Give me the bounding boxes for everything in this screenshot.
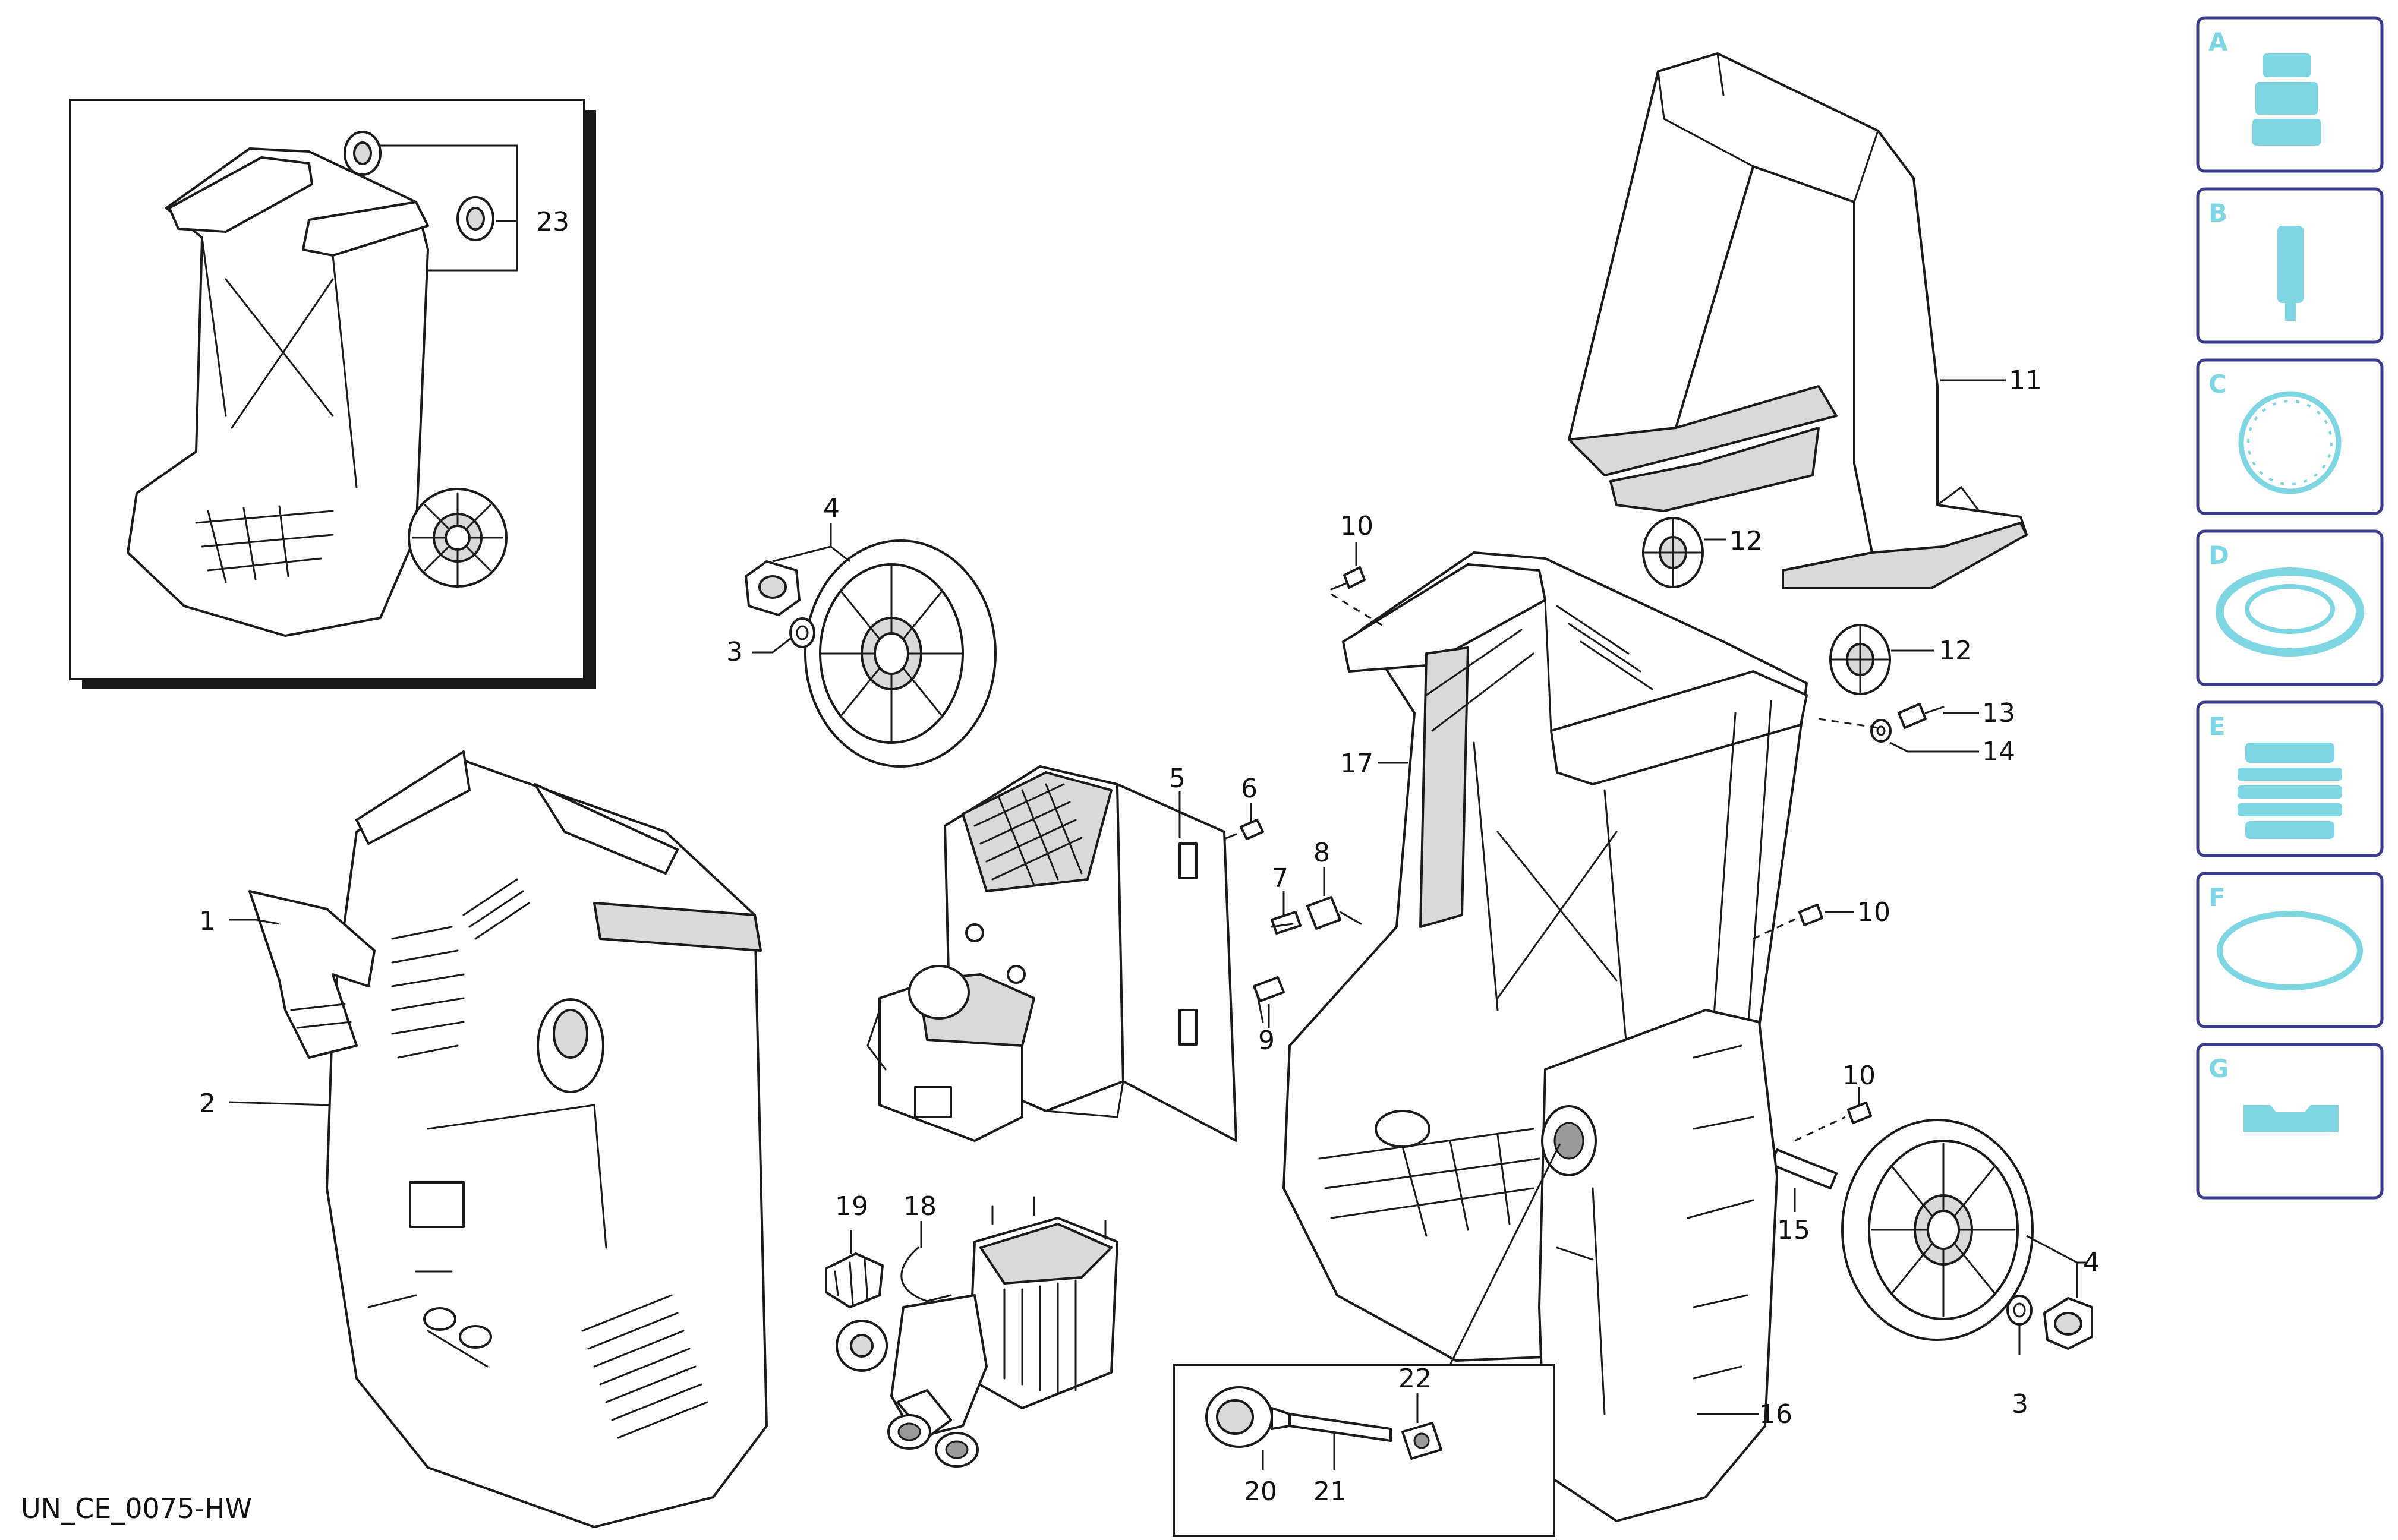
handle-clip-part-1: [248, 890, 376, 1059]
accessory-panels: A B C D: [2196, 16, 2384, 1200]
washer-part-14: [1870, 719, 1892, 743]
callout-12-upper: 12: [1729, 526, 1763, 556]
screw-part-7: [1271, 911, 1302, 935]
tank-part-16: [1538, 1009, 1778, 1522]
callout-18: 18: [903, 1191, 937, 1222]
callout-4-right: 4: [2083, 1248, 2100, 1278]
accessory-panel-d[interactable]: D: [2196, 529, 2384, 686]
tube-part-21: [1288, 1413, 1392, 1442]
diagram-code: UN_CE_0075-HW: [21, 1492, 252, 1525]
callout-17: 17: [1340, 749, 1373, 779]
screw-part-10-top: [1330, 566, 1366, 591]
callout-6: 6: [1241, 774, 1258, 804]
callout-20: 20: [1244, 1476, 1277, 1507]
flat-plate-icon: [2243, 1105, 2339, 1132]
inset-frame-drawing: [127, 147, 508, 637]
callout-23: 23: [536, 207, 569, 237]
callout-21: 21: [1313, 1476, 1347, 1507]
cap-part-23-lower: [456, 196, 494, 241]
pump-assembly: [836, 1196, 1118, 1468]
callout-13: 13: [1982, 698, 2015, 728]
bolt-part-9: [1253, 976, 1285, 1023]
accessory-letter-g: G: [2208, 1054, 2229, 1083]
screw-part-6: [1223, 819, 1264, 840]
callout-3-left: 3: [726, 637, 743, 667]
accessory-letter-c: C: [2208, 370, 2227, 399]
threaded-fitting-icon: [2238, 743, 2342, 839]
hose-part-18: [900, 1246, 952, 1302]
washer-part-3-left: [789, 617, 815, 648]
callout-22: 22: [1398, 1364, 1432, 1394]
handle-part-11: [1568, 52, 2028, 589]
screw-part-10-middle: [1798, 904, 1823, 926]
housing-cover-part-2: [326, 750, 768, 1528]
callout-12-lower: 12: [1939, 636, 1972, 666]
accessory-panel-b[interactable]: B: [2196, 187, 2384, 344]
callout-11: 11: [2009, 365, 2042, 396]
callout-3-right: 3: [2012, 1389, 2028, 1419]
accessory-panel-c[interactable]: C: [2196, 358, 2384, 515]
callout-19: 19: [835, 1191, 868, 1222]
o-ring-icon: [2217, 911, 2363, 990]
callout-5: 5: [1169, 763, 1186, 794]
filter-cartridge-icon: [2277, 226, 2304, 321]
accessory-letter-f: F: [2208, 883, 2226, 912]
wheel-left-part-4: [804, 539, 997, 768]
motor-assembly: [866, 765, 1237, 1142]
hub-cap-part-4-left: [745, 560, 801, 616]
fitting-part-22: [1401, 1422, 1442, 1460]
accessory-panel-f[interactable]: F: [2196, 872, 2384, 1028]
inset-frame-assembly: 23: [69, 99, 596, 689]
screw-part-13: [1898, 703, 1945, 729]
washer-part-3-right: [2006, 1295, 2033, 1326]
callout-8: 8: [1313, 838, 1330, 868]
accessory-letter-a: A: [2208, 27, 2228, 56]
callout-10-lower: 10: [1842, 1061, 1876, 1091]
axle-part-15: [1770, 1148, 1838, 1189]
cap-part-12-lower: [1829, 624, 1891, 695]
callout-7: 7: [1272, 863, 1288, 894]
callout-16: 16: [1759, 1399, 1792, 1429]
callout-2: 2: [199, 1088, 216, 1119]
accessory-letter-e: E: [2208, 712, 2226, 741]
flat-gasket-icon: [2216, 567, 2364, 657]
knob-part-19: [825, 1252, 884, 1308]
nozzle-adapter-icon: [2252, 53, 2321, 146]
callout-10-middle: 10: [1857, 897, 1890, 927]
cap-part-23-upper: [344, 131, 382, 176]
detail-box-pressure-switch: 20 21 22: [1173, 1143, 1561, 1537]
accessory-letter-b: B: [2208, 198, 2227, 228]
accessory-panel-g[interactable]: G: [2196, 1043, 2384, 1200]
callout-9: 9: [1258, 1025, 1275, 1056]
seal-ring-icon: [2238, 391, 2342, 494]
clip-part-8: [1306, 896, 1362, 930]
screw-part-10-lower: [1847, 1102, 1872, 1124]
accessory-panel-e[interactable]: E: [2196, 700, 2384, 857]
accessory-letter-d: D: [2208, 541, 2229, 570]
callout-15: 15: [1777, 1215, 1810, 1245]
cap-part-12-upper: [1642, 517, 1704, 588]
wheel-right-part-4: [1841, 1119, 2034, 1341]
hub-cap-part-4-right: [2043, 1297, 2093, 1350]
callout-1: 1: [199, 906, 216, 936]
switch-part-20: [1205, 1386, 1291, 1448]
callout-10-top: 10: [1340, 511, 1373, 541]
callout-14: 14: [1982, 737, 2015, 767]
callout-4-left: 4: [823, 493, 840, 523]
accessory-panel-a[interactable]: A: [2196, 16, 2384, 173]
